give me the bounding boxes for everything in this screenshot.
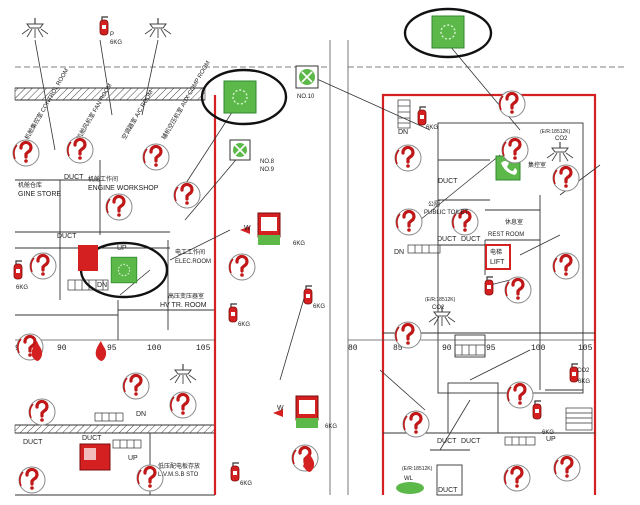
svg-text:DUCT: DUCT: [437, 236, 457, 243]
svg-text:NO.8: NO.8: [260, 159, 275, 165]
svg-text:80: 80: [348, 344, 358, 353]
svg-text:6KG: 6KG: [240, 481, 252, 487]
svg-text:100: 100: [531, 344, 546, 353]
svg-text:DUCT: DUCT: [461, 438, 481, 445]
svg-text:P: P: [110, 32, 114, 38]
svg-text:DN: DN: [97, 282, 107, 289]
svg-text:公厕: 公厕: [428, 201, 440, 208]
hatched-beam-lower: [14, 424, 216, 434]
svg-text:DUCT: DUCT: [23, 439, 43, 446]
left-wall-lines: [15, 87, 215, 496]
svg-text:(E/R:18512K): (E/R:18512K): [425, 297, 456, 303]
svg-text:DN: DN: [394, 249, 404, 256]
svg-text:REST ROOM: REST ROOM: [488, 232, 524, 238]
svg-text:6KG: 6KG: [16, 285, 28, 291]
svg-text:DUCT: DUCT: [438, 487, 458, 494]
svg-text:DN: DN: [398, 129, 408, 136]
svg-text:L.V.M.S.B STO: L.V.M.S.B STO: [158, 472, 199, 478]
svg-text:机舱仓库: 机舱仓库: [18, 181, 42, 189]
right-red-boundary: [381, 93, 597, 495]
svg-text:CO2: CO2: [577, 368, 590, 374]
svg-text:100: 100: [147, 344, 162, 353]
water-level: [396, 482, 424, 494]
svg-text:DN: DN: [136, 411, 146, 418]
svg-text:电梯: 电梯: [490, 248, 502, 256]
svg-text:6KG: 6KG: [578, 379, 590, 385]
svg-text:105: 105: [196, 344, 211, 353]
svg-text:NO.10: NO.10: [297, 94, 315, 100]
svg-text:高压变压器室: 高压变压器室: [168, 292, 204, 300]
svg-text:DUCT: DUCT: [57, 233, 77, 240]
svg-text:6KG: 6KG: [313, 304, 325, 310]
svg-text:W: W: [244, 225, 251, 232]
svg-text:HV TR. ROOM: HV TR. ROOM: [160, 302, 207, 309]
svg-text:6KG: 6KG: [325, 424, 337, 430]
svg-text:LIFT: LIFT: [490, 259, 505, 266]
svg-text:90: 90: [57, 344, 67, 353]
svg-text:DUCT: DUCT: [437, 438, 457, 445]
svg-text:机舱工作间: 机舱工作间: [88, 175, 118, 183]
svg-text:85: 85: [393, 344, 403, 353]
svg-text:GINE STORE: GINE STORE: [18, 191, 61, 198]
svg-text:(E/R:18512K): (E/R:18512K): [402, 466, 433, 472]
ceiling-line: [15, 40, 625, 495]
svg-text:W: W: [277, 405, 284, 412]
svg-text:6KG: 6KG: [542, 430, 554, 436]
svg-text:CO2: CO2: [432, 305, 445, 311]
svg-text:95: 95: [486, 344, 496, 353]
svg-text:DUCT: DUCT: [82, 435, 102, 442]
svg-text:95: 95: [107, 344, 117, 353]
svg-text:ELEC.ROOM: ELEC.ROOM: [175, 259, 211, 265]
highlight-circles: [79, 7, 493, 299]
svg-text:DUCT: DUCT: [438, 178, 458, 185]
svg-text:(E/R:18512K): (E/R:18512K): [540, 129, 571, 135]
svg-text:CO2: CO2: [555, 136, 568, 142]
svg-text:DUCT: DUCT: [461, 236, 481, 243]
svg-text:90: 90: [442, 344, 452, 353]
svg-text:NO.9: NO.9: [260, 167, 275, 173]
hydrant-boxes: [78, 212, 511, 471]
svg-text:105: 105: [578, 344, 593, 353]
svg-text:UP: UP: [546, 436, 556, 443]
svg-text:PUBLIC TOILET: PUBLIC TOILET: [424, 210, 468, 216]
svg-text:6KG: 6KG: [426, 125, 438, 131]
text-labels: 机舱仓库 GINE STORE 机舱工作间 ENGINE WORKSHOP DU…: [16, 32, 590, 494]
svg-text:6KG: 6KG: [293, 241, 305, 247]
svg-text:低压配电板存放: 低压配电板存放: [158, 462, 200, 470]
svg-text:6KG: 6KG: [110, 40, 122, 46]
stairs: [67, 99, 593, 449]
svg-text:UP: UP: [128, 455, 138, 462]
svg-text:DUCT: DUCT: [64, 174, 84, 181]
svg-text:UP: UP: [117, 245, 127, 252]
svg-text:WL: WL: [404, 476, 414, 482]
svg-text:电工工作间: 电工工作间: [175, 248, 205, 256]
svg-text:6KG: 6KG: [238, 322, 250, 328]
svg-text:休息室: 休息室: [505, 218, 523, 226]
svg-text:集控室: 集控室: [528, 161, 546, 169]
svg-text:ENGINE WORKSHOP: ENGINE WORKSHOP: [88, 185, 159, 192]
